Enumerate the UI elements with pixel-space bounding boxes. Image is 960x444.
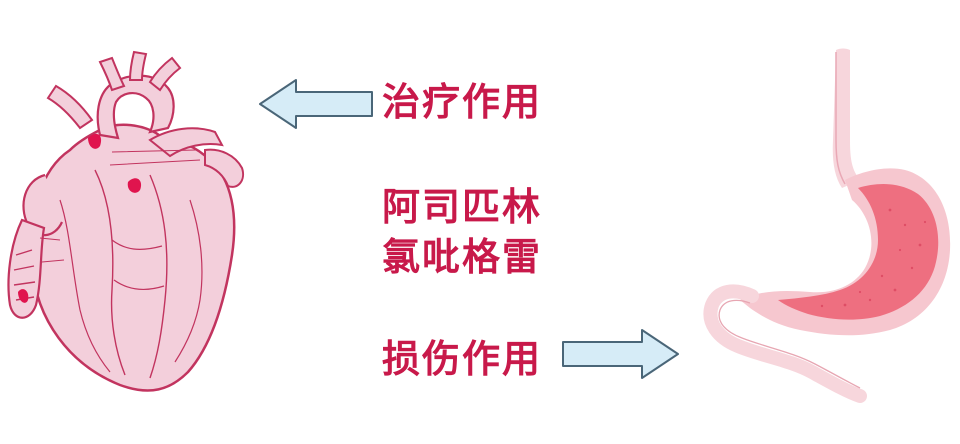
harmful-effect-label: 损伤作用 bbox=[382, 337, 543, 381]
drug-name-aspirin: 阿司匹林 bbox=[382, 185, 543, 229]
therapeutic-effect-label: 治疗作用 bbox=[382, 80, 543, 124]
heart-illustration bbox=[7, 50, 244, 392]
drug-name-clopidogrel: 氯吡格雷 bbox=[382, 235, 543, 279]
arrow-right-icon bbox=[562, 329, 679, 379]
arrow-left-icon bbox=[259, 79, 373, 129]
stomach-illustration bbox=[703, 48, 951, 403]
